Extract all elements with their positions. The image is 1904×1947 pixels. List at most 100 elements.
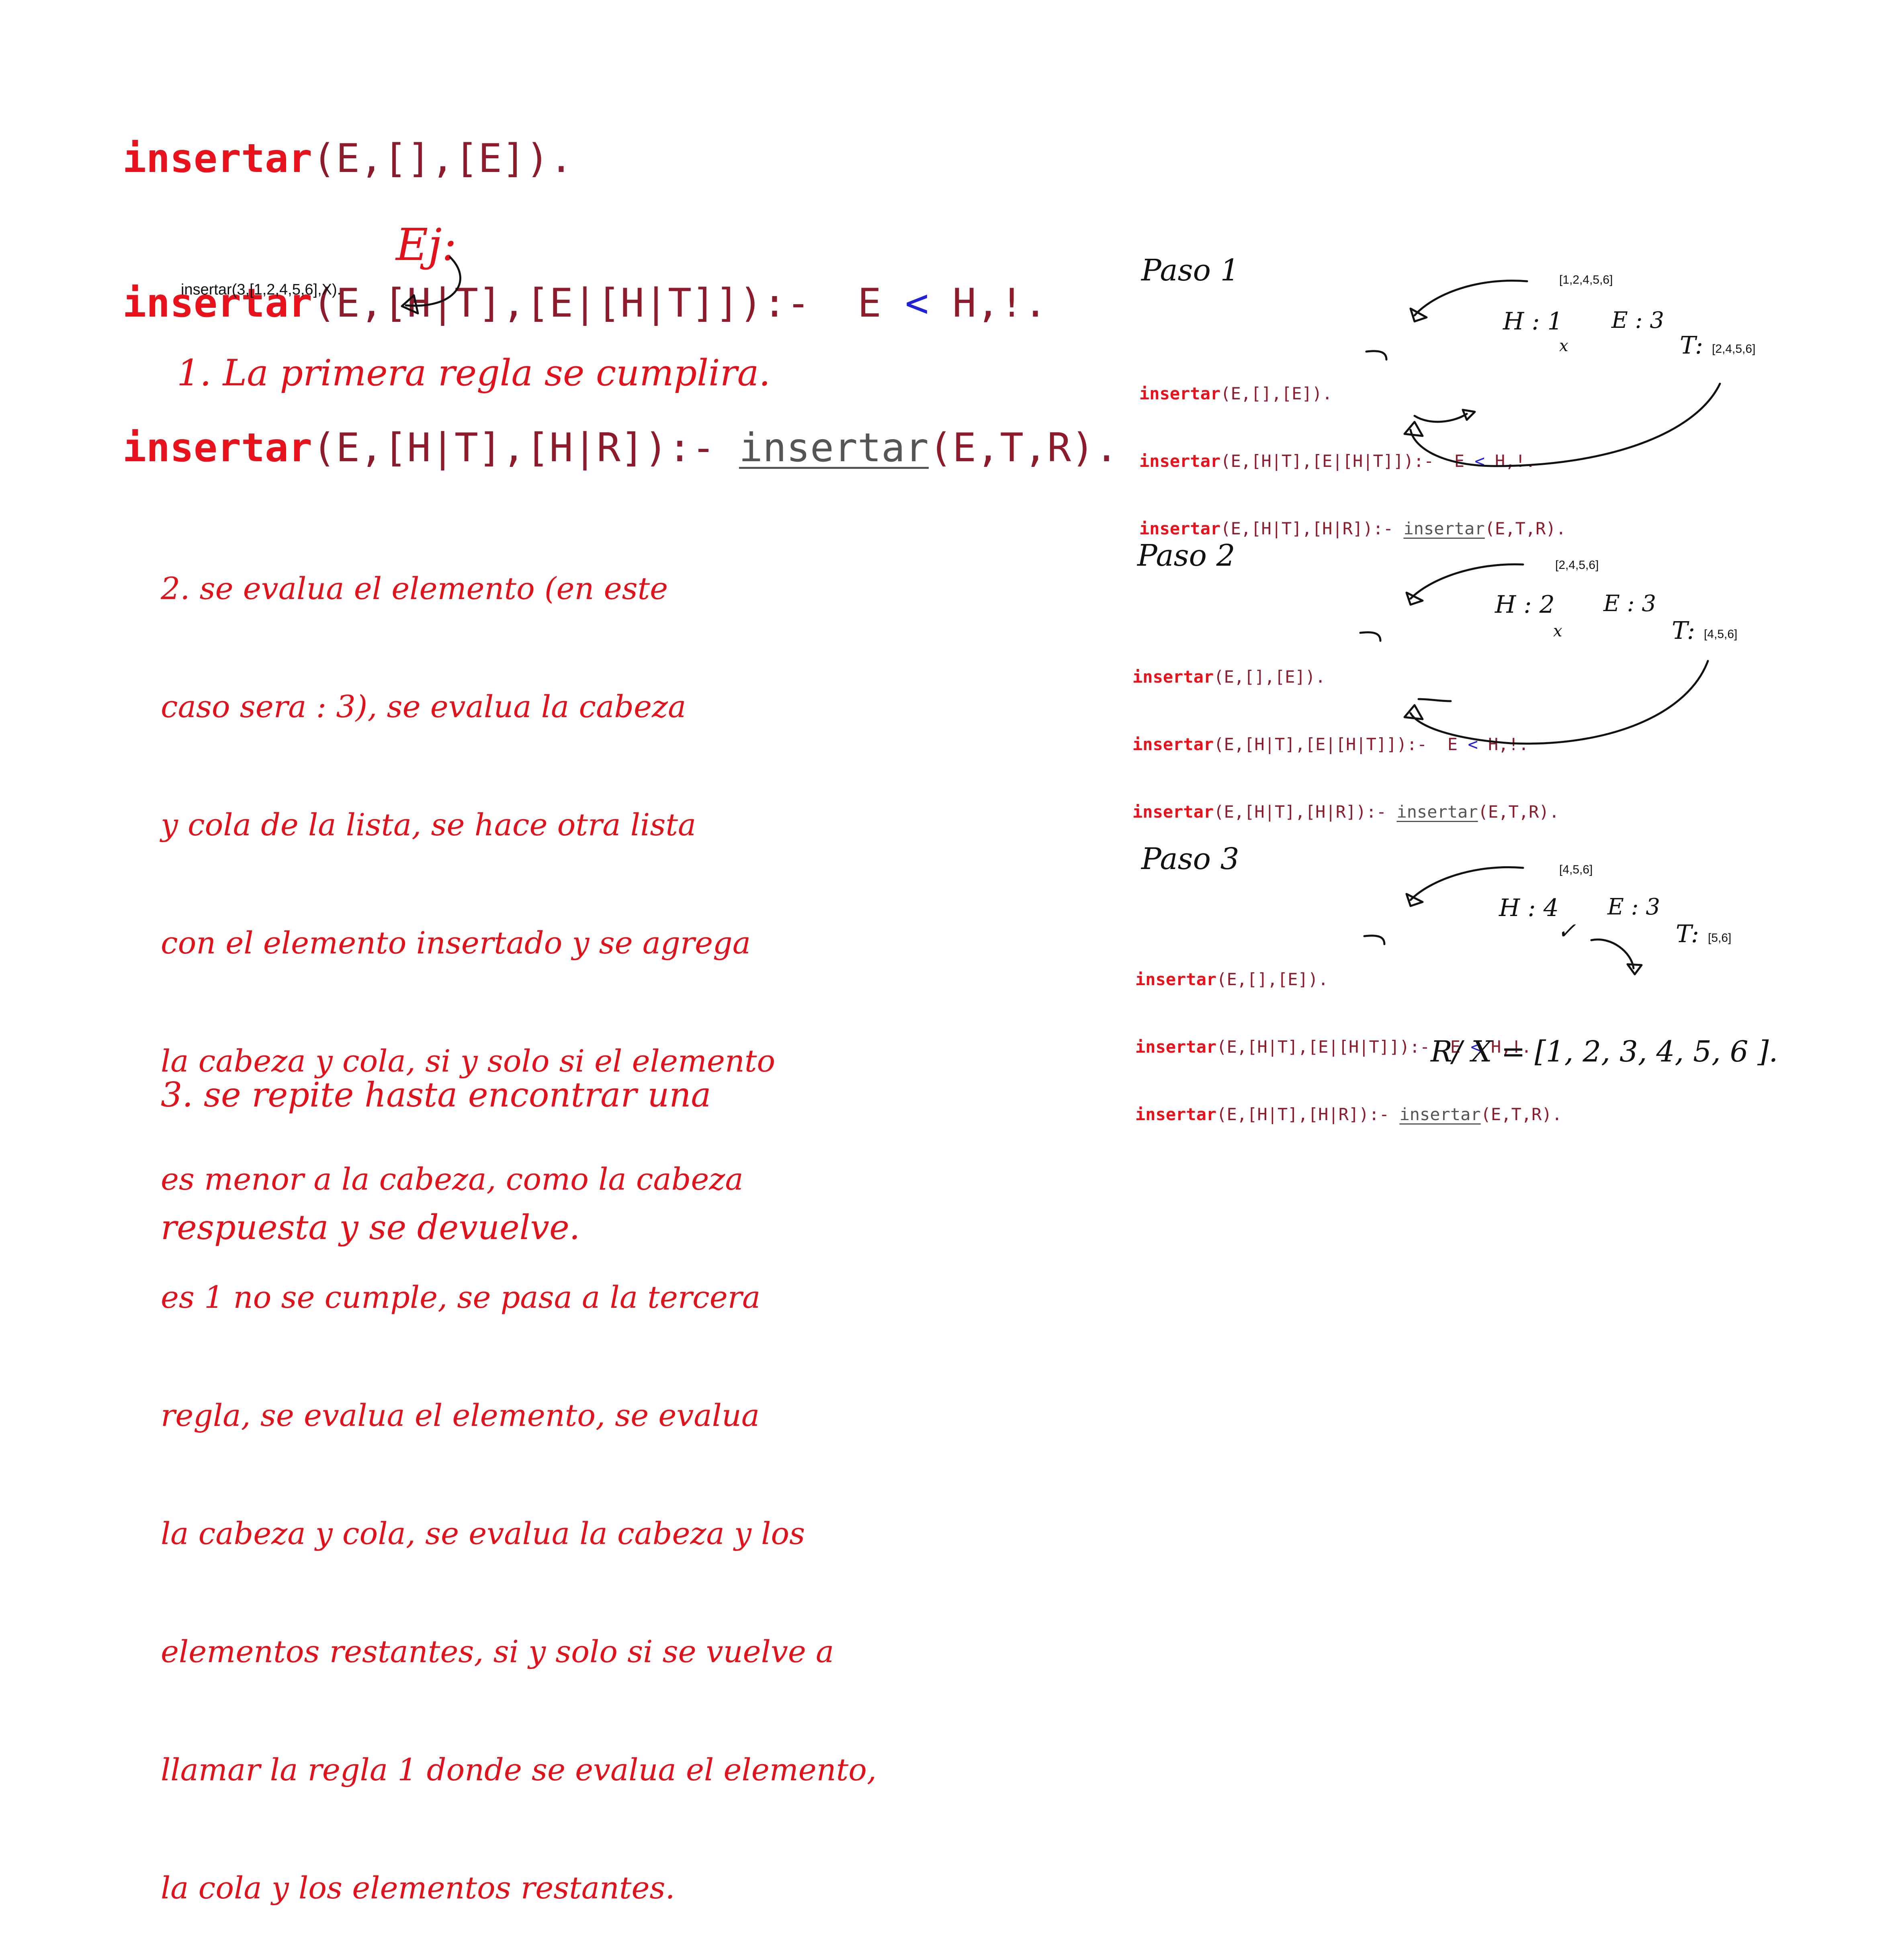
note-2-line: y cola de la lista, se hace otra lista: [161, 807, 696, 843]
step-1-hook-arrow: [1365, 350, 1388, 361]
code-recursive-call: insertar: [739, 425, 929, 471]
step-1-small-loop-head: [1462, 409, 1476, 421]
note-3-line: respuesta y se devuelve.: [161, 1208, 580, 1247]
step-1-code: insertar (E,[],[E]). insertar(E,[H|T],[E|…: [1139, 337, 1566, 562]
code-args: (E,[H|T],[E|[H|T]]):-: [1216, 1037, 1450, 1057]
code-operator: <: [1474, 451, 1485, 471]
code-operator: <: [1470, 1037, 1481, 1057]
step-1-tail-label: T:: [1680, 331, 1703, 360]
step-3-top-arrow-head: [1405, 893, 1424, 907]
code-tail: H,!.: [1480, 1037, 1532, 1057]
code-recursive-call: insertar: [1403, 519, 1485, 538]
code-var: E: [858, 280, 905, 326]
ej-arrow-head: [401, 294, 419, 315]
final-result: R/ X = [1, 2, 3, 4, 5, 6 ].: [1431, 1035, 1778, 1068]
code-args: (E,[],[E]).: [1216, 969, 1329, 989]
step-3-hook-arrow: [1363, 935, 1386, 945]
code-keyword: insertar: [1139, 451, 1221, 471]
code-keyword: insertar: [123, 280, 313, 326]
step-code-line: insertar(E,[],[E]).: [1135, 968, 1562, 991]
step-code-line: insertar(E,[H|T],[H|R]):- insertar(E,T,R…: [1139, 517, 1566, 540]
example-label: Ej:: [396, 219, 457, 270]
prolog-code-block: insertar(E,[],[E]). insertar(E,[H|T],[E|…: [123, 38, 1118, 520]
step-3-tail-list: [5,6]: [1708, 931, 1732, 945]
step-2-bottom-loop-head: [1403, 704, 1424, 720]
step-2-title: Paso 2: [1137, 538, 1235, 573]
code-args: (E,[H|T],[E|[H|T]]):-: [312, 280, 858, 326]
code-args: (E,[],[E]).: [1220, 384, 1333, 403]
step-2-head: H : 2: [1495, 591, 1555, 619]
step-3-head: H : 4: [1499, 894, 1559, 922]
code-line-2: insertar(E,[H|T],[E|[H|T]]):- E < H,!.: [123, 279, 1118, 327]
step-1-top-arrow: [1413, 279, 1528, 317]
ej-curve-arrow: [405, 256, 461, 307]
step-1-mark: x: [1559, 337, 1568, 355]
step-code-line: insertar(E,[],[E]).: [1132, 666, 1559, 688]
step-2-mark: x: [1553, 622, 1562, 640]
code-keyword: insertar: [1132, 802, 1214, 822]
step-3-title: Paso 3: [1141, 842, 1239, 876]
example-query: insertar(3,[1,2,4,5,6],X).: [181, 281, 342, 298]
step-1-small-loop: [1413, 413, 1468, 423]
code-recursive-call: insertar: [1396, 802, 1478, 822]
step-2-elem: E : 3: [1603, 591, 1656, 617]
step-1-top-arrow-head: [1409, 307, 1428, 323]
code-recursive-call: insertar: [1399, 1104, 1481, 1124]
step-3-check-arrow: [1590, 939, 1635, 969]
code-line-3: insertar(E,[H|T],[H|R]):- insertar(E,T,R…: [123, 424, 1118, 472]
note-2-line: la cabeza y cola, si y solo si el elemen…: [161, 1043, 776, 1079]
code-tail: (E,T,R).: [929, 425, 1119, 471]
code-tail: H,!.: [929, 280, 1048, 326]
step-code-line: insertar(E,[H|T],[E|[H|T]]):- E < H,!.: [1139, 450, 1566, 472]
step-2-hook-arrow: [1359, 631, 1382, 642]
code-keyword: insertar: [1132, 734, 1214, 754]
code-keyword: insertar: [1132, 667, 1214, 687]
code-keyword: insertar: [123, 425, 313, 471]
step-2-list: [2,4,5,6]: [1555, 558, 1599, 572]
code-line-1: insertar(E,[],[E]).: [123, 135, 1118, 183]
note-2-line: 2. se evalua el elemento (en este: [161, 571, 668, 606]
code-args: (E,[H|T],[H|R]):-: [1216, 1104, 1400, 1124]
code-tail: (E,T,R).: [1484, 519, 1566, 538]
note-2-line: la cola y los elementos restantes.: [161, 1870, 675, 1906]
step-3-elem: E : 3: [1607, 894, 1660, 920]
note-3-line: 3. se repite hasta encontrar una: [161, 1075, 711, 1115]
code-args: (E,[H|T],[E|[H|T]]):-: [1214, 734, 1447, 754]
code-keyword: insertar: [123, 136, 313, 182]
step-3-check-arrow-head: [1626, 963, 1643, 976]
step-2-code: insertar(E,[],[E]). insertar(E,[H|T],[E|…: [1132, 621, 1559, 846]
step-1-bottom-loop: [1409, 382, 1721, 467]
handdrawn-arrows: [401, 256, 1721, 976]
step-2-top-arrow: [1409, 563, 1524, 600]
code-var: E: [1450, 1037, 1471, 1057]
step-1-list: [1,2,4,5,6]: [1559, 273, 1613, 286]
step-1-title: Paso 1: [1141, 253, 1239, 288]
note-2-line: caso sera : 3), se evalua la cabeza: [161, 689, 686, 724]
note-2-line: con el elemento insertado y se agrega: [161, 925, 751, 961]
step-code-line: insertar(E,[H|T],[H|R]):- insertar(E,T,R…: [1135, 1103, 1562, 1126]
note-2-line: elementos restantes, si y solo si se vue…: [161, 1634, 834, 1669]
code-tail: (E,T,R).: [1478, 802, 1560, 822]
step-3-tail-label: T:: [1676, 920, 1699, 948]
note-1: 1. La primera regla se cumplira.: [177, 352, 771, 394]
code-args: (E,[],[E]).: [1214, 667, 1326, 687]
step-2-tail-list: [4,5,6]: [1704, 628, 1738, 641]
step-2-tail-label: T:: [1672, 617, 1695, 645]
code-args: (E,[],[E]).: [312, 136, 573, 182]
step-1-head: H : 1: [1503, 307, 1563, 335]
step-3-list: [4,5,6]: [1559, 863, 1593, 876]
step-1-bottom-loop-head: [1403, 421, 1424, 437]
step-code-line: insertar(E,[H|T],[E|[H|T]]):- E < H,!.: [1135, 1036, 1562, 1058]
step-2-top-arrow-head: [1405, 591, 1424, 606]
step-2-bottom-loop: [1409, 660, 1709, 745]
step-3-mark: ✓: [1557, 918, 1576, 944]
code-tail: H,!.: [1484, 451, 1536, 471]
note-2-line: la cabeza y cola, se evalua la cabeza y …: [161, 1515, 805, 1551]
code-operator: <: [905, 280, 929, 326]
step-3-code: insertar(E,[],[E]). insertar(E,[H|T],[E|…: [1135, 923, 1562, 1148]
code-args: (E,[H|T],[H|R]):-: [1220, 519, 1404, 538]
step-2-return-arrow: [1417, 698, 1452, 702]
code-var: E: [1447, 734, 1468, 754]
step-1-tail-list: [2,4,5,6]: [1712, 342, 1756, 356]
note-2-line: regla, se evalua el elemento, se evalua: [161, 1397, 760, 1433]
